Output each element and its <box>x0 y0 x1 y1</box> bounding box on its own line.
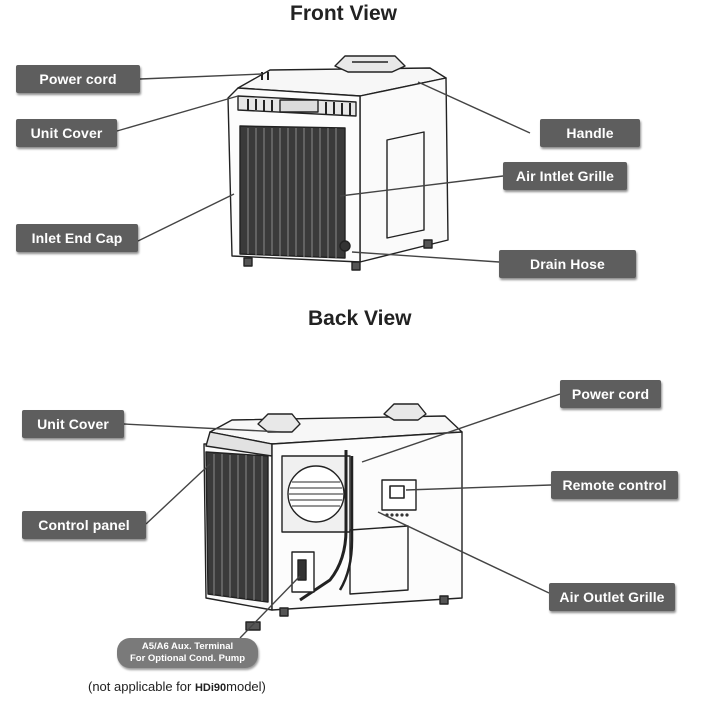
note-prefix: (not applicable for <box>88 679 195 694</box>
label-control-panel: Control panel <box>22 511 146 539</box>
back-unit-drawing <box>203 403 463 631</box>
leader-lines <box>116 73 561 639</box>
leader-drain-hose <box>351 251 500 263</box>
aux-terminal-line1: A5/A6 Aux. Terminal <box>141 641 234 652</box>
label-power-cord-back: Power cord <box>560 380 661 408</box>
label-remote-control: Remote control <box>551 471 678 499</box>
model-note: (not applicable for HDi90model) <box>88 679 266 694</box>
note-model: HDi90 <box>194 682 227 694</box>
aux-terminal-line2: For Optional Cond. Pump <box>129 653 246 664</box>
front-view-title: Front View <box>290 2 397 25</box>
note-suffix: model) <box>226 679 266 694</box>
front-unit-drawing <box>227 55 449 271</box>
leader-unit-cover-front <box>116 95 239 132</box>
leader-power-cord-front <box>139 73 263 80</box>
label-unit-cover-back: Unit Cover <box>22 410 124 438</box>
label-air-inlet-grille: Air Intlet Grille <box>503 162 627 190</box>
leader-air-outlet-grille <box>377 511 550 594</box>
leader-inlet-end-cap <box>137 193 235 242</box>
back-view-title: Back View <box>308 307 412 330</box>
leader-aux-terminal <box>239 575 301 639</box>
leader-remote-control <box>405 484 552 491</box>
leader-air-inlet-grille <box>339 175 504 197</box>
label-air-outlet-grille: Air Outlet Grille <box>549 583 675 611</box>
label-handle: Handle <box>540 119 640 147</box>
label-drain-hose: Drain Hose <box>499 250 636 278</box>
leader-handle <box>417 81 531 134</box>
label-power-cord-front: Power cord <box>16 65 140 93</box>
label-aux-terminal: A5/A6 Aux. Terminal For Optional Cond. P… <box>117 638 258 668</box>
label-unit-cover-front: Unit Cover <box>16 119 117 147</box>
leader-unit-cover-back <box>123 423 283 433</box>
label-inlet-end-cap: Inlet End Cap <box>16 224 138 252</box>
leader-control-panel <box>145 463 211 525</box>
leader-power-cord-back <box>361 393 561 463</box>
